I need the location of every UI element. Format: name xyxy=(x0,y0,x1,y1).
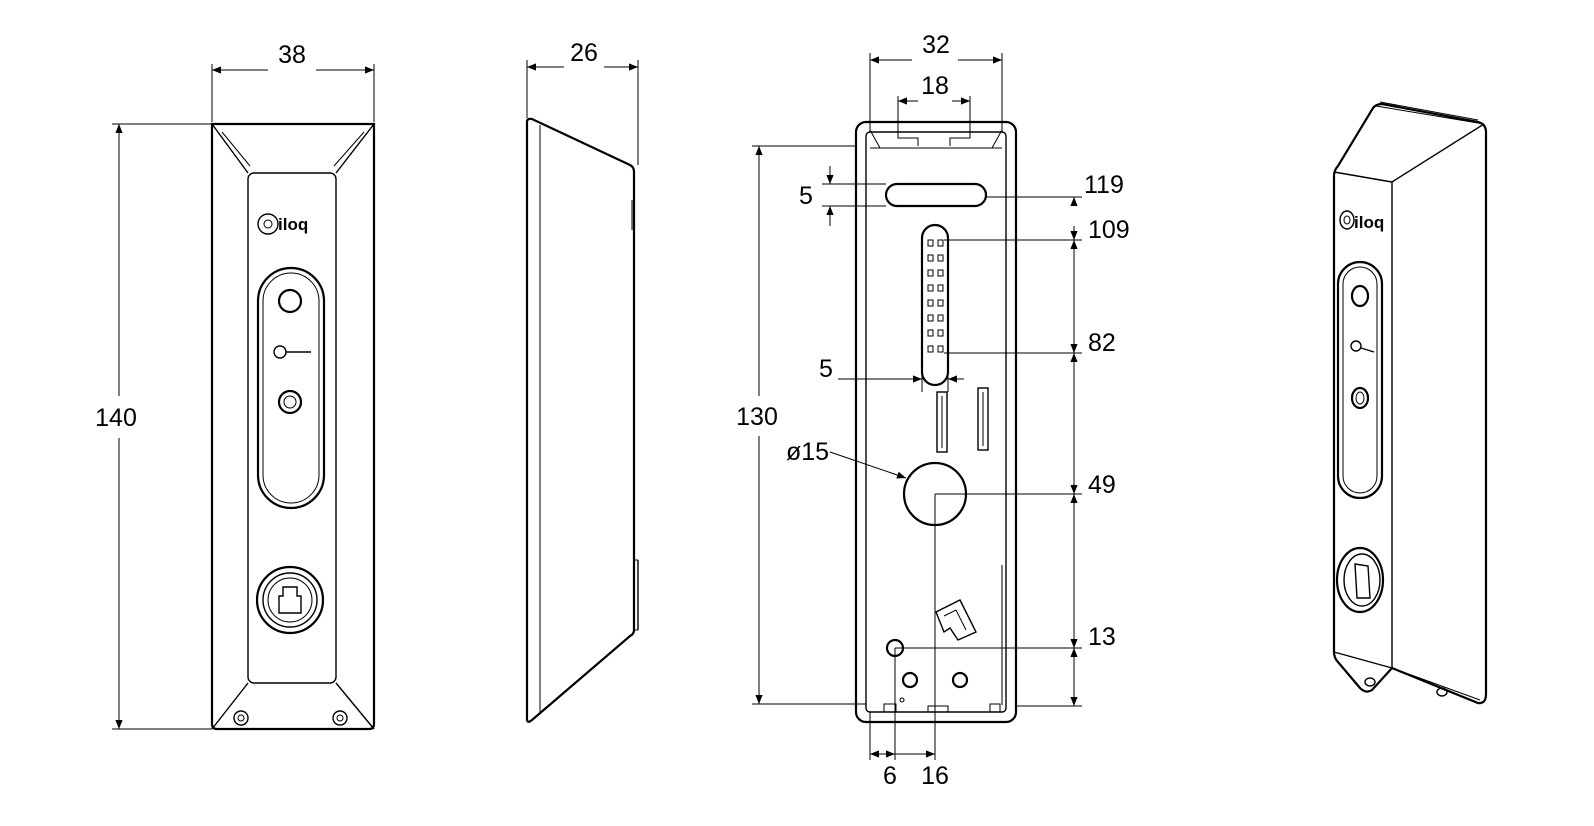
dim-label: 6 xyxy=(883,762,897,790)
logo-text: iloq xyxy=(1354,213,1384,232)
dim-label: 5 xyxy=(819,355,833,383)
dim-hole-diameter: ø15 xyxy=(786,438,907,479)
front-view: iloq xyxy=(210,122,376,731)
dim-label: 5 xyxy=(799,182,813,210)
back-view xyxy=(854,120,1018,724)
dim-label: 32 xyxy=(922,31,950,59)
dim-level-82: 82 xyxy=(944,329,1116,357)
dim-label: 140 xyxy=(95,404,137,432)
key-icon xyxy=(273,345,311,359)
dim-bottom-offsets: 6 16 xyxy=(870,750,949,790)
dim-label: 130 xyxy=(736,403,778,431)
contact-strip xyxy=(920,223,950,387)
dim-right-chain xyxy=(1016,197,1082,707)
dim-front-width: 38 xyxy=(211,41,375,122)
dim-height-130: 130 xyxy=(736,145,866,705)
dim-level-13: 13 xyxy=(895,623,1116,651)
dim-side-depth: 26 xyxy=(526,39,639,165)
dim-back-width: 32 xyxy=(869,31,1003,132)
dim-level-119: 119 xyxy=(986,171,1124,199)
dim-label: 18 xyxy=(921,72,949,100)
dim-label: 13 xyxy=(1088,623,1116,651)
dim-label: 16 xyxy=(921,762,949,790)
iloq-logo: iloq xyxy=(257,213,308,235)
side-view xyxy=(525,117,639,723)
dim-label: 119 xyxy=(1084,171,1124,199)
light-ring-icon xyxy=(277,288,303,314)
dim-level-49: 49 xyxy=(935,471,1116,499)
dim-contact-width: 5 xyxy=(819,355,964,392)
dim-label: 38 xyxy=(278,41,306,69)
dim-slot-width: 18 xyxy=(897,72,971,132)
lock-cylinder-icon xyxy=(255,565,325,635)
dim-label: 26 xyxy=(570,39,598,67)
dim-level-109: 109 xyxy=(944,216,1130,244)
logo-text: iloq xyxy=(278,215,308,234)
dim-label: 109 xyxy=(1088,216,1130,244)
isometric-view: iloq xyxy=(1332,101,1488,705)
dim-front-height: 140 xyxy=(95,123,212,730)
dim-label: 82 xyxy=(1088,329,1116,357)
dim-label: 49 xyxy=(1088,471,1116,499)
dim-slot-height: 5 xyxy=(799,166,886,226)
dim-label: ø15 xyxy=(786,438,829,466)
iso-logo: iloq xyxy=(1339,210,1384,232)
